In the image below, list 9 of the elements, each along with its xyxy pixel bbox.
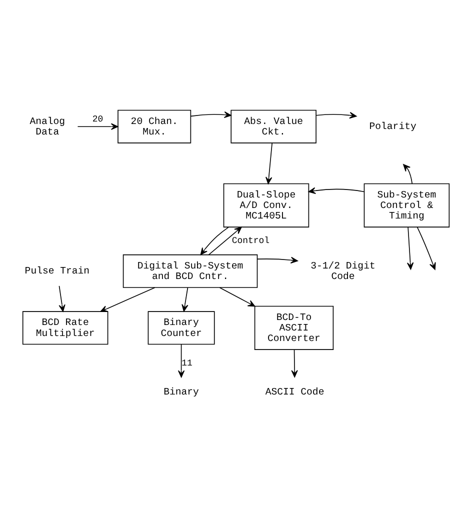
node-text: ASCII Code xyxy=(265,386,324,398)
node-text: Binary xyxy=(164,386,199,398)
node-text: Pulse Train xyxy=(24,266,90,277)
edge-label: 11 xyxy=(182,358,192,369)
node-text: Polarity xyxy=(369,121,416,132)
edge-label: Control xyxy=(232,236,270,246)
node-text: 3-1/2 Digit Code xyxy=(310,260,376,282)
edge-label: 20 xyxy=(92,114,104,125)
node-text: Analog Data xyxy=(30,116,65,138)
